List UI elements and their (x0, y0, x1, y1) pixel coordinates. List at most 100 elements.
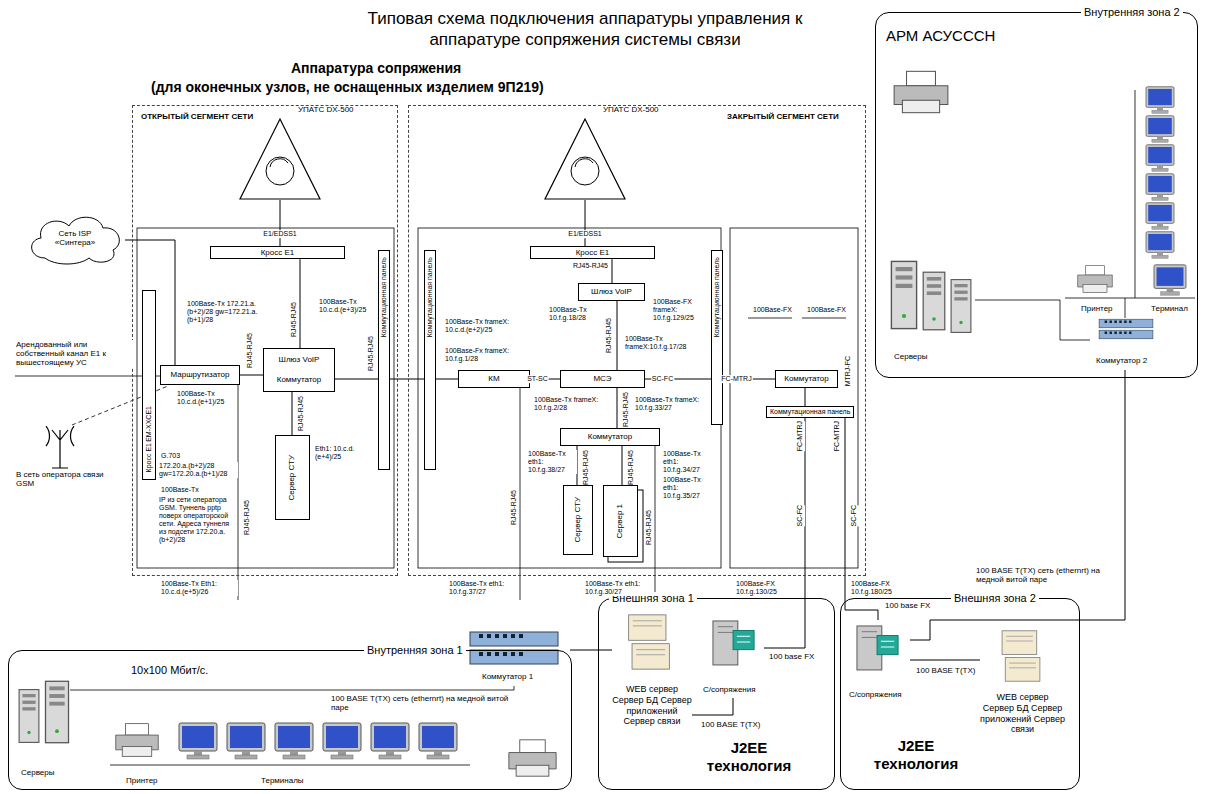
server-box: Сервер СТУ (275, 435, 310, 520)
middle-panel (418, 228, 721, 568)
equipment-box: МСЭ (560, 370, 645, 388)
node-text: Сеть ISP «Синтера» (39, 229, 111, 247)
device-node: С/сопряжения (702, 615, 764, 698)
pbx-outline (230, 105, 330, 200)
annotation-label: RJ45-RJ45 (626, 450, 636, 485)
device-node: Коммутатор 1 (458, 628, 570, 686)
node-text: WEB сервер Сервер БД Сервер приложений С… (612, 684, 692, 727)
node-text: Коммутационная панель (380, 257, 388, 337)
antenna-waves (46, 426, 74, 446)
node-text: Шлюз VoIP (591, 287, 632, 296)
zone-frame: Внутренняя зона 1Коммутатор 1 (8, 650, 572, 790)
drawing-part (575, 159, 593, 167)
switch-down-wire (655, 446, 656, 600)
connector-line (805, 388, 806, 406)
connector-label: SC-FC (651, 375, 674, 383)
annotation-label: 100Base-Tx eth1: 10.f.g.37/27 (448, 580, 518, 596)
annotation-label: RJ45-RJ45 (242, 500, 252, 535)
node-text: Кросс E1 (145, 443, 153, 472)
terminal-icon (179, 723, 217, 759)
annotation-label: RJ45-RJ45 (296, 396, 306, 431)
connector-line (390, 379, 424, 380)
printer-icon (894, 71, 948, 112)
server-stack-icon (629, 615, 670, 669)
annotation-label: Серверы (893, 352, 928, 361)
drawing-part (571, 157, 599, 185)
annotation-label: RJ45-RJ45 (621, 392, 631, 427)
switch-icon (1099, 319, 1153, 339)
device-node: Коммутатор 2 (1090, 318, 1162, 370)
device-node: WEB сервер Сервер БД Сервер приложений С… (980, 628, 1065, 778)
node-text: Коммутатор 1 (482, 672, 533, 682)
connector-line (570, 650, 612, 651)
annotation-label: 100 BASE T(TX) сеть (ethernrt) на медной… (975, 566, 1117, 584)
annotation-label: 100 BASE T(TX) (915, 666, 976, 675)
annotation-label: 100Base-Tx frameX: 10.c.d.(e+2)/25 (444, 318, 526, 334)
connector-line (240, 375, 263, 376)
connector-line (910, 370, 1125, 640)
annotation-label: 100Base-Tx eth1: 10.f.g.35/27 (662, 476, 716, 500)
annotation-label: G.703 (160, 452, 181, 460)
equipment-box: Коммутатор (560, 428, 660, 446)
annotation-label: 100Base-Tx frameX: 10.f.g.33/27 (634, 396, 710, 412)
annotation-label: RJ45-RJ45 (644, 510, 654, 545)
equipment-box: Коммутатор (775, 370, 838, 388)
node-text: Кросс E1 (261, 248, 295, 257)
annotation-label: RJ45-RJ45 (289, 302, 299, 337)
zone2-server-wire (975, 300, 1090, 340)
server-icon (951, 280, 971, 333)
node-text: Сервер СТУ (574, 497, 583, 542)
network-cloud: Сеть ISP «Синтера» (25, 212, 125, 264)
annotation-label: 10x100 Мбит/с. (130, 664, 209, 677)
annotation-label: 100Base-Tx (160, 486, 200, 494)
router-down-wire (238, 385, 239, 600)
annotation-label: 100 base FX (884, 601, 931, 610)
device-node: С/сопряжения (848, 620, 910, 702)
annotation-label: FC-MTRJ (795, 421, 805, 451)
zone-frame: Внешняя зона 1J2EE технологияWEB сервер … (598, 598, 835, 790)
node-text: J2EE технология (699, 739, 799, 775)
annotation-label: RJ45-RJ45 (366, 336, 376, 371)
switch-icon (470, 632, 558, 664)
node-text: Внешняя зона 2 (951, 592, 1039, 605)
node-text: EM-XXCE1 (145, 406, 153, 442)
terminal-icon (1146, 232, 1174, 259)
fx-wires (748, 318, 846, 319)
equipment-box: Коммутационная панель (766, 406, 854, 418)
zone2-lan (1065, 90, 1195, 318)
terminal-icon (1146, 203, 1174, 230)
annotation-label: 172.20.a.(b+2)/28 gw=172.20.a.(b+1)/28 (158, 462, 238, 478)
node-text: Шлюз VoIP (279, 355, 320, 364)
patch-panel: Коммутационная панель (378, 250, 390, 470)
server-box: Сервер 1 (603, 485, 638, 557)
open-panel (137, 228, 394, 568)
annotation-label: 100Base-FX (806, 306, 847, 314)
annotation-label: Eth1: 10.c.d.(e+4)/25 (314, 445, 376, 461)
node-text: Коммутатор (784, 374, 829, 383)
connector-line (280, 200, 281, 246)
annotation-label: 100Base-Fx frameX: 10.f.g.1/28 (444, 347, 526, 363)
printer-icon (1078, 266, 1113, 293)
connector-label: E1/EDSS1 (567, 230, 602, 238)
connector-line (585, 200, 586, 246)
node-text: ОТКРЫТЫЙ СЕГМЕНТ СЕТИ (141, 112, 253, 122)
node-text: УПАТС DX-500 (298, 105, 354, 115)
node-text: Внутренняя зона 2 (1081, 6, 1183, 19)
annotation-label: 100 base FX (768, 652, 815, 661)
node-text: МСЭ (593, 374, 611, 383)
annotation-label: MTRJ-FC (843, 356, 853, 386)
annotation-label: Принтер (125, 776, 159, 785)
patch-panel: Коммутационная панель (424, 250, 436, 470)
annotation-label: 100Base-FX frameX: 10.f.g.129/25 (652, 298, 710, 322)
node-text: Внутренняя зона 1 (364, 644, 466, 657)
node-text: ЗАКРЫТЫЙ СЕГМЕНТ СЕТИ (727, 112, 839, 122)
annotation-label: RJ45-RJ45 (581, 450, 591, 485)
drawing-part (270, 159, 288, 167)
pbx-symbol: УПАТС DX-500 (230, 105, 330, 200)
equipment-box: Кросс E1 (530, 246, 655, 259)
annotation-label: 100Base-Tx Eth1: 10.c.d.(e+5)/26 (160, 580, 238, 596)
connector-line (617, 388, 618, 428)
equipment-box: Шлюз VoIP (578, 283, 645, 301)
server-box: Сервер СТУ (563, 485, 593, 555)
